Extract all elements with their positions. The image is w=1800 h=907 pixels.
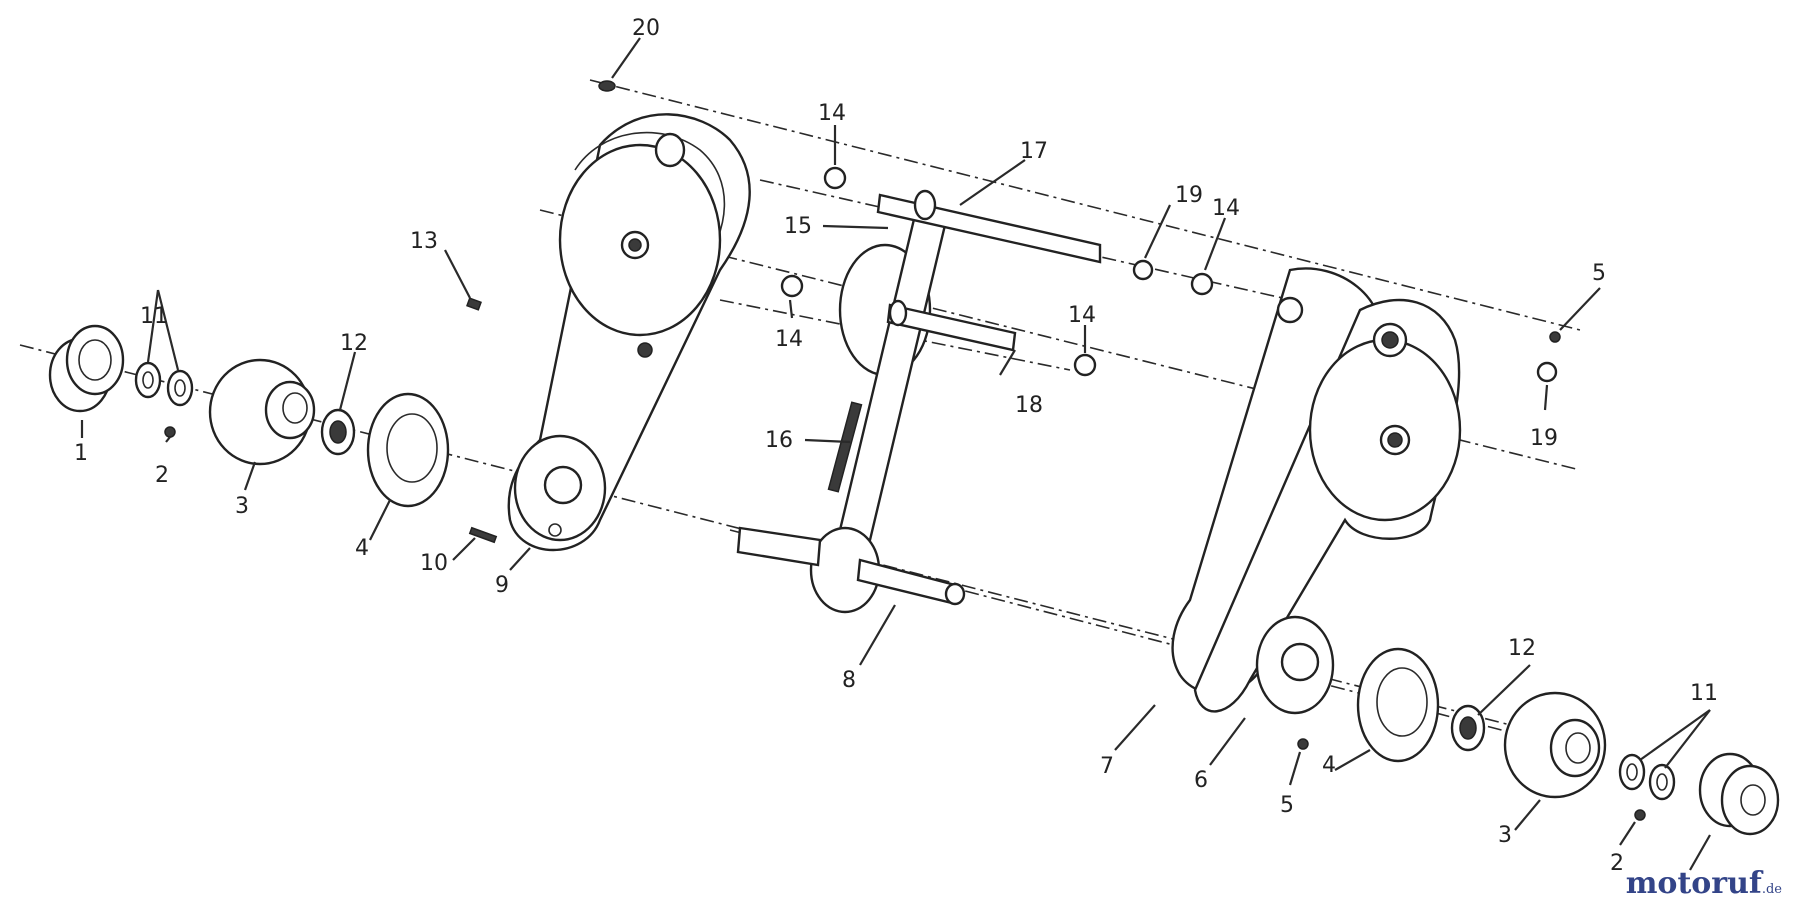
callout-2-right: 2 — [1610, 851, 1624, 876]
leader-lines — [80, 37, 1711, 871]
callout-13: 13 — [410, 229, 438, 254]
part-seal-right — [1450, 704, 1486, 752]
part-gasket-right — [1356, 647, 1440, 763]
callout-6: 6 — [1194, 768, 1208, 793]
callout-4-right: 4 — [1322, 753, 1336, 778]
part-nut-5a — [1549, 331, 1561, 343]
callout-16: 16 — [765, 428, 793, 453]
callout-1: 1 — [74, 441, 88, 466]
part-seal-left — [320, 408, 356, 456]
part-nut-5b — [1297, 738, 1309, 750]
part-washer-14d — [1190, 272, 1214, 296]
callout-10: 10 — [420, 551, 448, 576]
callout-11-right: 11 — [1690, 681, 1718, 706]
part-set-screw — [466, 297, 482, 311]
part-chain-case-left — [507, 113, 751, 552]
part-bearing-cap-right — [1698, 752, 1780, 836]
part-washer-pair-left — [134, 361, 194, 407]
part-chain-case-right — [1171, 267, 1462, 715]
part-bolt-20 — [598, 80, 616, 92]
part-middle-sprocket-assembly — [809, 213, 947, 614]
callout-3-left: 3 — [235, 494, 249, 519]
watermark-domain-suffix: .de — [1761, 882, 1782, 897]
part-clip-19b — [1536, 361, 1558, 383]
callout-18: 18 — [1015, 393, 1043, 418]
callout-14-right: 14 — [1212, 196, 1240, 221]
callout-2-left: 2 — [155, 463, 169, 488]
callout-19-right: 19 — [1530, 426, 1558, 451]
part-flange-housing-right — [1503, 691, 1607, 799]
callout-12-left: 12 — [340, 331, 368, 356]
part-nut-left — [164, 426, 176, 438]
callout-15: 15 — [784, 214, 812, 239]
callout-7: 7 — [1100, 754, 1114, 779]
part-washer-pair-right — [1618, 753, 1676, 801]
part-washer-14b — [780, 274, 804, 298]
callout-9: 9 — [495, 573, 509, 598]
callout-12-right: 12 — [1508, 636, 1536, 661]
callout-19-top: 19 — [1175, 183, 1203, 208]
part-key — [468, 526, 498, 544]
watermark-logo: motoruf.de — [1626, 866, 1782, 901]
part-washer-14a — [823, 166, 847, 190]
callout-5-top: 5 — [1592, 261, 1606, 286]
part-lower-shaft — [736, 526, 966, 606]
callout-11-left: 11 — [140, 304, 168, 329]
callout-20: 20 — [632, 16, 660, 41]
callout-14-top: 14 — [818, 101, 846, 126]
part-flange-housing-left — [208, 358, 316, 466]
callout-3-right: 3 — [1498, 823, 1512, 848]
part-clip-19a — [1132, 259, 1154, 281]
part-middle-shaft — [886, 299, 1017, 352]
callout-labels: 1 2 3 4 5 5 6 7 8 9 10 11 11 12 12 13 14… — [74, 16, 1718, 876]
part-nut-right — [1634, 809, 1646, 821]
part-bearing-cap-left — [48, 324, 125, 413]
callout-14-mid: 14 — [1068, 303, 1096, 328]
watermark-text: motoruf — [1625, 866, 1762, 901]
callout-17: 17 — [1020, 139, 1048, 164]
part-upper-shaft — [876, 189, 1102, 264]
callout-5-bottom: 5 — [1280, 793, 1294, 818]
part-washer-14c — [1073, 353, 1097, 377]
callout-14-midleft: 14 — [775, 327, 803, 352]
callout-8: 8 — [842, 668, 856, 693]
callout-4-left: 4 — [355, 536, 369, 561]
part-gasket-left — [366, 392, 450, 508]
